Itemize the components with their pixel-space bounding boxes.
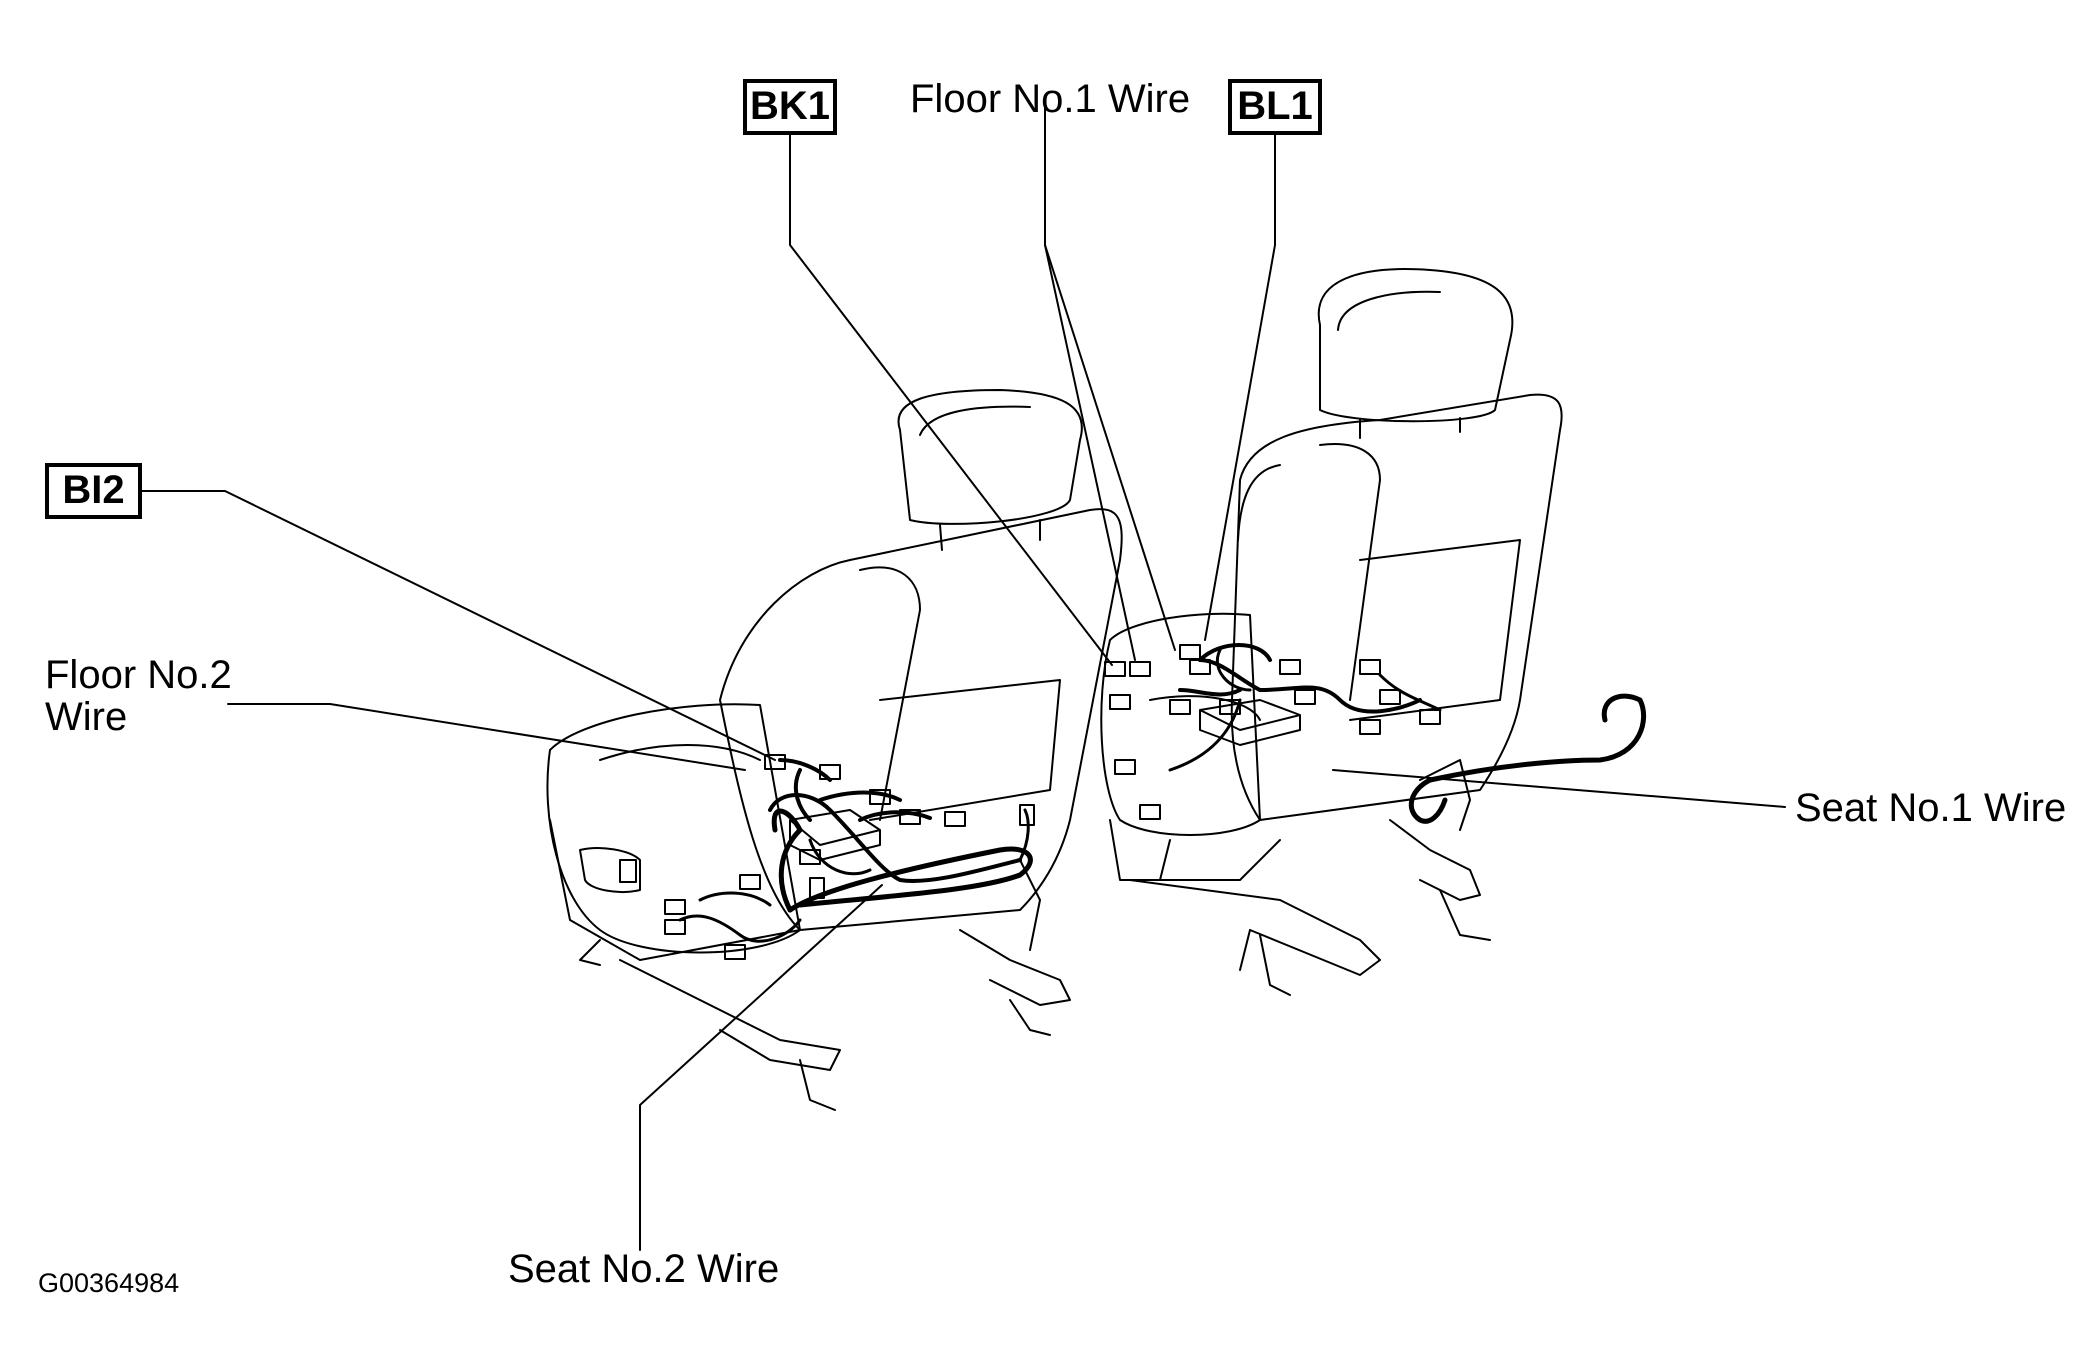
seat-no2-wire-label: Seat No.2 Wire: [508, 1247, 780, 1291]
bk1-connector-label: BK1: [743, 79, 837, 135]
leader-lines: [141, 107, 1786, 1251]
floor-no2-wire-label-line1: Floor No.2: [45, 653, 232, 697]
left-seat: [546, 389, 1123, 1111]
bi2-connector-label: BI2: [45, 463, 142, 519]
figure-code: G00364984: [38, 1268, 180, 1298]
right-seat: [1100, 268, 1647, 996]
floor-no1-wire-label: Floor No.1 Wire: [910, 77, 1191, 121]
floor-no2-wire-label-line2: Wire: [45, 695, 128, 739]
seat-no1-wire-label: Seat No.1 Wire: [1795, 786, 2067, 830]
bl1-connector-label: BL1: [1228, 79, 1322, 135]
